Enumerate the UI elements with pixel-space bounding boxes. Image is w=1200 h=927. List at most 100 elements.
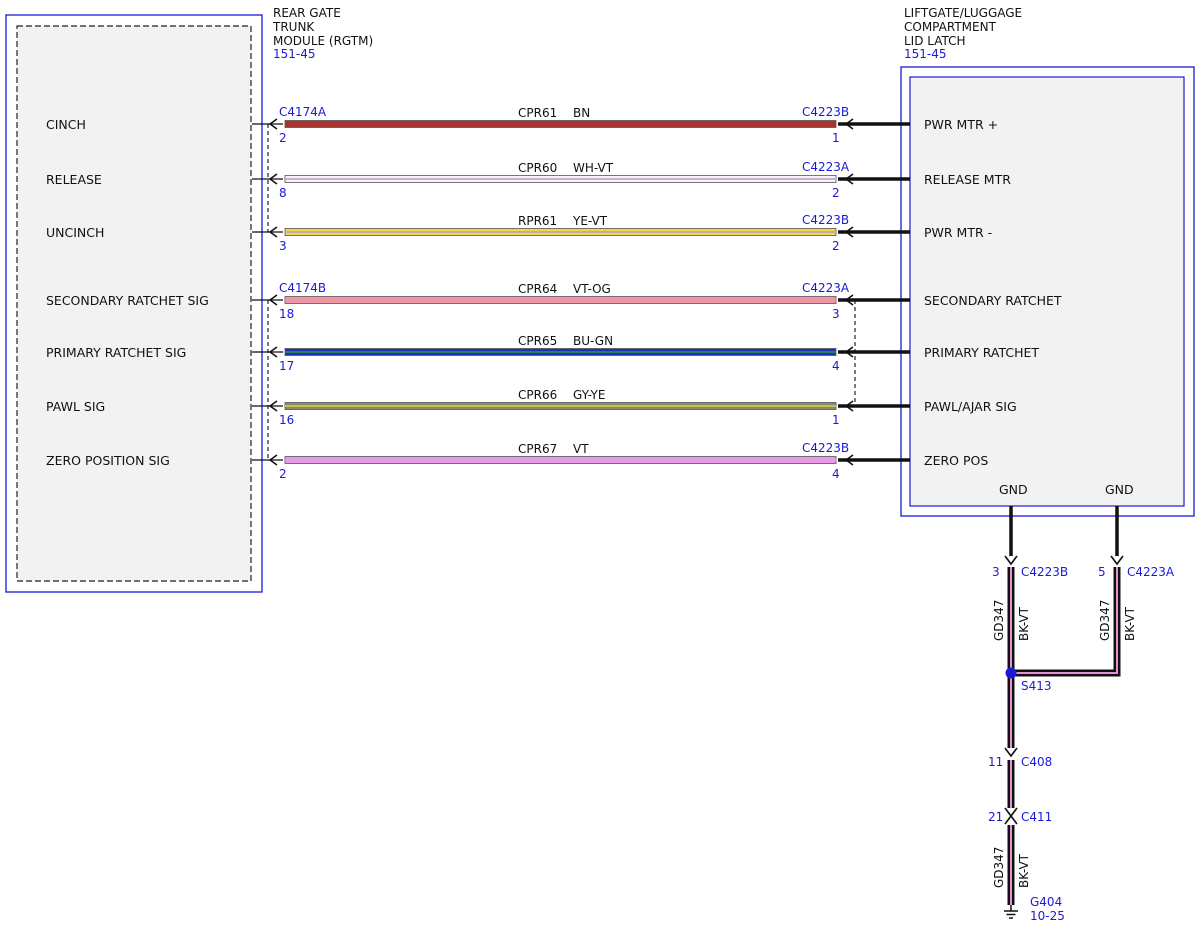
latch-title-line-2: COMPARTMENT [904, 20, 997, 34]
latch-ref-link[interactable]: 151-45 [904, 47, 947, 61]
rgtm-pin-1: CINCH [46, 117, 86, 132]
c408-pin: 11 [988, 755, 1003, 769]
gnd-right-pin: 5 [1098, 565, 1106, 579]
wire-color-label: YE-VT [572, 214, 608, 228]
latch-title-line-1: LIFTGATE/LUGGAGE [904, 6, 1022, 20]
gnd-left-color: BK-VT [1017, 606, 1031, 641]
ground-symbol-icon [1004, 905, 1018, 919]
rgtm-title-line-2: TRUNK [272, 20, 315, 34]
latch-pin-4: SECONDARY RATCHET [924, 293, 1062, 308]
left-arrow-icon [268, 226, 278, 238]
latch-pin-7: ZERO POS [924, 453, 988, 468]
wire-rpr61[interactable]: RPR61 YE-VT 3 C4223B 2 [252, 213, 910, 253]
latch-inner-box [909, 76, 1185, 507]
right-arrow-icon [844, 294, 854, 306]
left-pin-number: 16 [279, 413, 294, 427]
left-pin-number: 3 [279, 239, 287, 253]
rgtm-pin-7: ZERO POSITION SIG [46, 453, 170, 468]
gnd-right-arrow-icon [1110, 555, 1124, 566]
right-connector-label[interactable]: C4223A [802, 281, 850, 295]
left-pin-number: 18 [279, 307, 294, 321]
right-connector-label[interactable]: C4223B [802, 213, 849, 227]
gnd-left-pin: 3 [992, 565, 1000, 579]
rgtm-pin-3: UNCINCH [46, 225, 104, 240]
gnd-left-circuit: GD347 [992, 600, 1006, 641]
wire-circuit-label: CPR66 [518, 388, 557, 402]
gnd-right-circuit: GD347 [1098, 600, 1112, 641]
wire-color-label: WH-VT [573, 161, 614, 175]
left-connector-label[interactable]: C4174B [279, 281, 326, 295]
latch-pin-3: PWR MTR - [924, 225, 992, 240]
left-pin-number: 2 [279, 467, 287, 481]
rgtm-title-line-1: REAR GATE [273, 6, 341, 20]
left-arrow-icon [268, 346, 278, 358]
left-arrow-icon [268, 173, 278, 185]
rgtm-pin-2: RELEASE [46, 172, 102, 187]
c408-arrow-icon [1004, 747, 1018, 758]
splice-s413-label[interactable]: S413 [1021, 679, 1052, 693]
c411-pin: 21 [988, 810, 1003, 824]
c408-connector[interactable]: C408 [1021, 755, 1052, 769]
ground-g404-label[interactable]: G404 [1030, 895, 1062, 909]
gnd-right-connector[interactable]: C4223A [1127, 565, 1175, 579]
right-pin-number: 1 [832, 413, 840, 427]
latch-gnd-label-1: GND [999, 482, 1028, 497]
splice-s413-dot[interactable] [1005, 667, 1017, 679]
right-connector-label[interactable]: C4223B [802, 105, 849, 119]
right-arrow-icon [844, 173, 854, 185]
right-arrow-icon [844, 226, 854, 238]
right-arrow-icon [844, 454, 854, 466]
wire-color-label: VT [573, 442, 589, 456]
gnd-left-connector[interactable]: C4223B [1021, 565, 1068, 579]
gnd-lower-color: BK-VT [1017, 853, 1031, 888]
wire-circuit-label: CPR64 [518, 282, 557, 296]
left-arrow-icon [268, 400, 278, 412]
left-arrow-icon [268, 294, 278, 306]
rgtm-inner-dashed-box [16, 25, 252, 582]
right-pin-number: 4 [832, 359, 840, 373]
ground-circuit: 3 C4223B 5 C4223A GD347 BK-VT GD347 BK-V… [988, 506, 1175, 923]
latch-pin-6: PAWL/AJAR SIG [924, 399, 1017, 414]
latch-header: LIFTGATE/LUGGAGE COMPARTMENT LID LATCH 1… [904, 6, 1022, 61]
wire-cpr67[interactable]: CPR67 VT 2 C4223B 4 [252, 441, 910, 481]
c411-connector[interactable]: C411 [1021, 810, 1052, 824]
rgtm-title-line-3: MODULE (RGTM) [273, 34, 373, 48]
right-arrow-icon [844, 400, 854, 412]
right-pin-number: 2 [832, 186, 840, 200]
rgtm-module[interactable]: CINCH RELEASE UNCINCH SECONDARY RATCHET SIG… [5, 14, 263, 593]
ground-ref-link[interactable]: 10-25 [1030, 909, 1065, 923]
right-connector-label[interactable]: C4223A [802, 160, 850, 174]
gnd-wire-right-branch [1011, 567, 1121, 677]
gnd-left-arrow-icon [1004, 555, 1018, 566]
latch-pin-2: RELEASE MTR [924, 172, 1011, 187]
left-connector-label[interactable]: C4174A [279, 105, 327, 119]
left-pin-number: 8 [279, 186, 287, 200]
c411-arrow-icon-lower [1004, 814, 1018, 825]
wire-circuit-label: RPR61 [518, 214, 557, 228]
wire-color-label: VT-OG [573, 282, 611, 296]
right-pin-number: 2 [832, 239, 840, 253]
wire-circuit-label: CPR67 [518, 442, 557, 456]
right-pin-number: 1 [832, 131, 840, 145]
right-arrow-icon [844, 346, 854, 358]
right-connector-label[interactable]: C4223B [802, 441, 849, 455]
latch-gnd-label-2: GND [1105, 482, 1134, 497]
rgtm-pin-6: PAWL SIG [46, 399, 105, 414]
gnd-lower-circuit: GD347 [992, 847, 1006, 888]
left-arrow-icon [268, 454, 278, 466]
wire-color-label: BU-GN [573, 334, 613, 348]
right-pin-number: 4 [832, 467, 840, 481]
rgtm-ref-link[interactable]: 151-45 [273, 47, 316, 61]
left-pin-number: 17 [279, 359, 294, 373]
latch-title-line-3: LID LATCH [904, 34, 966, 48]
rgtm-pin-4: SECONDARY RATCHET SIG [46, 293, 209, 308]
